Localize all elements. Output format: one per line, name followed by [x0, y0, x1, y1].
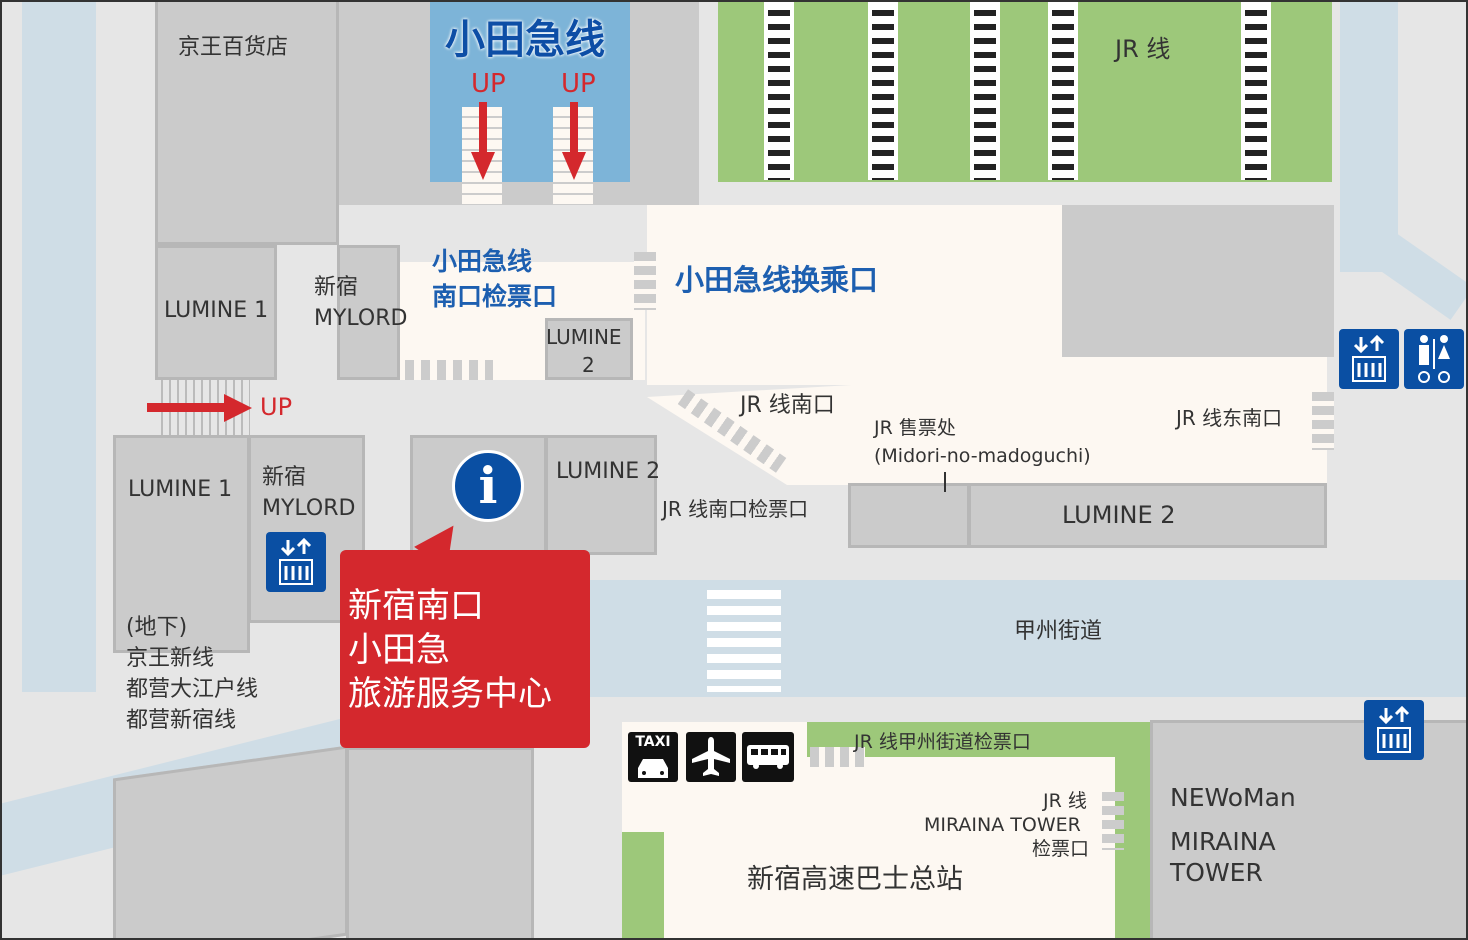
gate-marks	[1102, 792, 1124, 850]
leader-line	[944, 472, 946, 492]
label-keio-new-line: 京王新线	[126, 646, 215, 671]
label-up: UP	[471, 69, 506, 99]
mylord-top-block	[337, 245, 400, 380]
label-miraina-gate: JR 线	[1043, 790, 1087, 812]
crosswalk	[707, 590, 781, 692]
label-miraina-tower: MIRAINA	[1170, 827, 1276, 856]
label-mylord: MYLORD	[262, 496, 356, 521]
concourse-right	[1062, 357, 1327, 485]
jr-platform-area	[718, 2, 1332, 182]
elevator-icon	[1364, 700, 1424, 760]
label-lumine2: LUMINE 2	[1062, 501, 1176, 529]
arrow-head	[224, 394, 252, 422]
label-miraina-tower: TOWER	[1170, 858, 1263, 887]
ticket-office-block	[848, 483, 970, 548]
gate-marks	[405, 360, 493, 380]
lumine2-mid-block	[545, 435, 657, 555]
lumine2-bottom-block	[968, 483, 1327, 548]
label-keio-dept: 京王百货店	[178, 35, 289, 60]
elevator-icon	[1339, 329, 1399, 389]
label-newoman: NEWoMan	[1170, 783, 1296, 812]
label-odakyu-south-gate: 南口检票口	[432, 282, 558, 311]
taxi-icon: TAXI	[628, 732, 678, 782]
label-odakyu-south-gate: 小田急线	[432, 247, 533, 276]
label-bus-terminal: 新宿高速巴士总站	[747, 864, 963, 895]
right-road-bend	[1360, 224, 1466, 320]
arrow-head	[562, 152, 586, 180]
airplane-icon	[686, 732, 736, 782]
label-mylord: 新宿	[262, 465, 307, 490]
left-road	[22, 2, 96, 692]
arrow-down-icon	[479, 102, 487, 157]
label-up: UP	[260, 393, 293, 421]
label-jr-south-exit: JR 线南口	[740, 393, 835, 418]
label-miraina-gate: MIRAINA TOWER	[924, 814, 1081, 836]
label-mylord: 新宿	[314, 275, 359, 300]
label-lumine2: 2	[582, 353, 595, 377]
label-jr-southeast-exit: JR 线东南口	[1176, 406, 1283, 430]
label-odakyu-transfer: 小田急线换乘口	[675, 263, 879, 297]
callout-line: 新宿南口	[348, 586, 484, 626]
label-midori: (Midori-no-madoguchi)	[874, 445, 1091, 467]
bus-terminal-inner	[807, 757, 1115, 938]
label-oedo-line: 都营大江户线	[126, 677, 259, 702]
label-koshu-kaido: 甲州街道	[1014, 619, 1103, 644]
lumine2-small-block	[545, 318, 633, 380]
arrow-head	[471, 152, 495, 180]
label-jr-koshu-gate: JR 线甲州街道检票口	[854, 731, 1031, 753]
tourist-info-callout[interactable]: 新宿南口 小田急 旅游服务中心	[340, 550, 590, 748]
taxi-label: TAXI	[635, 734, 671, 750]
lumine1-top-block	[155, 245, 277, 380]
toilet-icon	[1404, 329, 1464, 389]
label-jr-line: JR 线	[1115, 35, 1171, 63]
gray-block	[1062, 205, 1334, 357]
green-area	[622, 832, 664, 938]
label-underground: (地下)	[126, 615, 188, 640]
keio-dept-block	[155, 2, 339, 245]
label-shinjuku-line: 都营新宿线	[126, 708, 237, 733]
arrow-down-icon	[570, 102, 578, 157]
label-odakyu-line: 小田急线	[445, 17, 605, 63]
label-jr-south-gate: JR 线南口检票口	[662, 497, 809, 521]
info-icon[interactable]: i	[452, 450, 524, 522]
callout-line: 小田急	[348, 630, 450, 670]
label-lumine1: LUMINE 1	[164, 298, 269, 323]
label-lumine1: LUMINE 1	[128, 477, 233, 502]
label-lumine2: LUMINE 2	[556, 459, 661, 484]
block	[346, 747, 534, 938]
gate-marks	[810, 747, 865, 767]
arrow-right-icon	[147, 403, 227, 412]
callout-line: 旅游服务中心	[348, 674, 552, 714]
label-up: UP	[561, 69, 596, 99]
label-mylord: MYLORD	[314, 306, 408, 331]
gate-marks	[634, 252, 656, 310]
label-lumine2: LUMINE	[546, 325, 622, 349]
bus-icon	[742, 732, 794, 782]
elevator-icon	[266, 532, 326, 592]
gate-marks	[1312, 392, 1334, 450]
label-miraina-gate: 检票口	[1032, 838, 1090, 860]
block	[113, 745, 348, 938]
concourse	[647, 205, 1062, 385]
label-jr-ticket-office: JR 售票处	[874, 417, 956, 439]
